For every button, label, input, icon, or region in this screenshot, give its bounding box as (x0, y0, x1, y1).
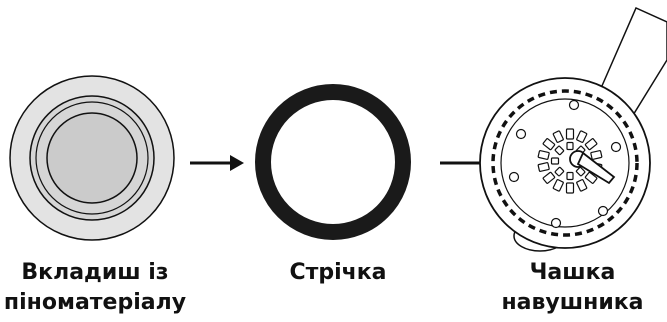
cup-dashed-outline (491, 89, 639, 237)
grille-slot (565, 128, 575, 140)
grille-slot (537, 162, 550, 172)
grille-slot (584, 138, 598, 151)
grille-slot (537, 150, 550, 160)
grille-slot (550, 157, 560, 165)
grille-slot (590, 150, 603, 160)
grille-slot (566, 141, 574, 151)
earphone-cup-label-line-1: Чашка (529, 260, 616, 285)
foam-insert-label-line-1: Вкладиш із (21, 260, 169, 285)
grille-slot (552, 130, 564, 143)
cup-inner-face (500, 98, 630, 228)
foam-insert-label-line-2: піноматеріалу (3, 290, 187, 315)
foam-insert-label: Вкладиш із піноматеріалу (0, 258, 190, 318)
grille-slot (552, 179, 564, 192)
cup-lever (576, 151, 616, 185)
grille-slot (542, 171, 556, 184)
foam-inner-ring-edge (35, 101, 149, 215)
tape-label-text: Стрічка (289, 260, 387, 285)
earphone-cup-label-line-2: навушника (501, 290, 644, 315)
grille-slot (576, 130, 588, 143)
arrow-foam-to-tape (190, 155, 244, 171)
grille-slot (575, 166, 586, 177)
grille-slot (542, 138, 556, 151)
earphone-cup-label: Чашка навушника (478, 258, 667, 318)
grille-slot (584, 171, 598, 184)
grille-slot (554, 166, 565, 177)
foam-center-disc (46, 112, 138, 204)
tape-label: Стрічка (253, 258, 423, 288)
grille-slot (565, 182, 575, 194)
grille-slot (566, 171, 574, 181)
tape-ring (255, 84, 411, 240)
grille-slot (554, 145, 565, 156)
earphone-cup (479, 7, 667, 252)
grille-slot (576, 179, 588, 192)
cup-mount-holes (508, 99, 622, 229)
foam-insert (9, 75, 175, 241)
